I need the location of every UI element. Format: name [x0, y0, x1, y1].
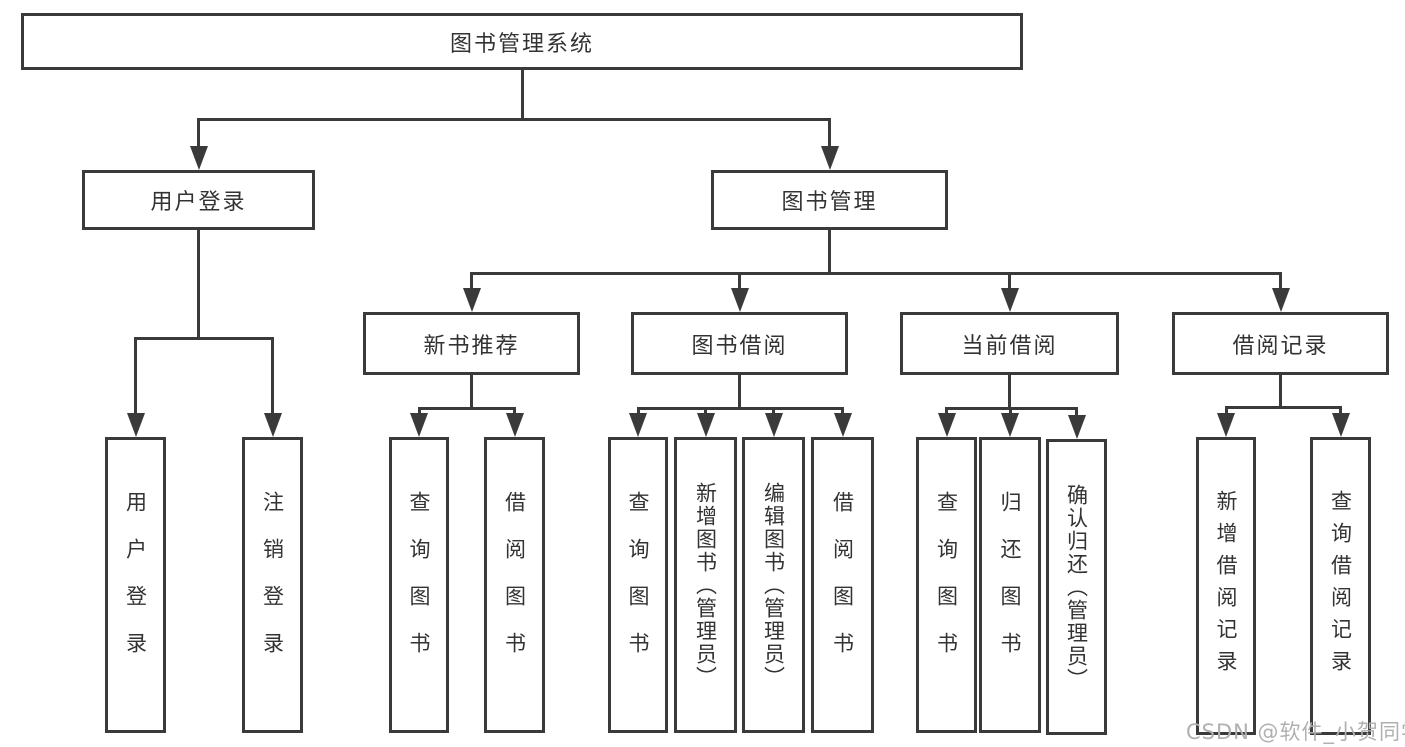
node-label-leaf-cb-return: 归还图书: [998, 491, 1023, 679]
node-label-leaf-bb-query: 查询图书: [626, 491, 651, 679]
connector-line: [1075, 410, 1078, 415]
connector-line: [1279, 275, 1282, 288]
arrowhead-down-icon: [126, 413, 145, 437]
connector-line: [197, 121, 200, 146]
arrowhead-down-icon: [937, 413, 956, 437]
connector-line: [945, 407, 1078, 410]
connector-line: [1008, 410, 1012, 413]
node-label-leaf-br-add: 新增借阅记录: [1214, 490, 1239, 682]
connector-line: [636, 407, 844, 410]
connector-line: [470, 375, 473, 407]
node-label-leaf-cb-confirm: 确认归还（管理员）: [1064, 483, 1089, 691]
node-label-leaf-br-query: 查询借阅记录: [1328, 490, 1353, 682]
node-label-leaf-cb-query: 查询图书: [934, 491, 959, 679]
node-label-current-borrow: 当前借阅: [961, 333, 1058, 359]
node-root: 图书管理系统: [21, 13, 1023, 70]
node-label-root: 图书管理系统: [449, 31, 594, 57]
connector-line: [197, 230, 200, 337]
csdn-watermark: CSDN @软件_小贺同学: [1186, 720, 1405, 744]
node-borrow-records: 借阅记录: [1172, 312, 1389, 375]
arrowhead-down-icon: [462, 288, 481, 312]
connector-line: [134, 340, 137, 413]
node-label-book-mgmt: 图书管理: [781, 190, 878, 215]
node-leaf-bb-edit: 编辑图书（管理员）: [742, 437, 805, 733]
arrowhead-down-icon: [263, 413, 282, 437]
node-leaf-bb-borrow: 借阅图书: [811, 437, 874, 733]
node-leaf-br-add: 新增借阅记录: [1196, 437, 1256, 735]
arrowhead-down-icon: [1001, 413, 1019, 437]
connector-line: [772, 410, 775, 413]
node-user-login: 用户登录: [82, 170, 315, 230]
connector-line: [134, 337, 274, 340]
node-leaf-cb-query: 查询图书: [916, 437, 977, 733]
connector-line: [841, 410, 844, 413]
node-leaf-bb-query: 查询图书: [608, 437, 668, 733]
arrowhead-down-icon: [764, 413, 783, 437]
node-book-mgmt: 图书管理: [711, 170, 948, 230]
connector-line: [271, 340, 274, 413]
arrowhead-down-icon: [730, 288, 749, 312]
arrowhead-down-icon: [833, 413, 852, 437]
connector-line: [1279, 375, 1282, 406]
node-label-leaf-bb-add: 新增图书（管理员）: [693, 481, 718, 689]
node-new-book-rec: 新书推荐: [363, 312, 580, 375]
arrowhead-down-icon: [696, 413, 715, 437]
arrowhead-down-icon: [820, 146, 839, 170]
connector-line: [1008, 375, 1011, 407]
connector-line: [470, 272, 1282, 275]
node-label-leaf-logout: 注销登录: [260, 491, 285, 679]
node-label-book-borrow: 图书借阅: [691, 333, 788, 359]
connector-line: [704, 410, 707, 413]
arrowhead-down-icon: [1331, 413, 1350, 437]
node-label-leaf-user-login: 用户登录: [123, 491, 148, 679]
node-leaf-br-query: 查询借阅记录: [1310, 437, 1371, 735]
arrowhead-down-icon: [189, 146, 208, 170]
connector-line: [513, 410, 516, 413]
arrowhead-down-icon: [1000, 288, 1019, 312]
connector-line: [417, 407, 516, 410]
connector-line: [1339, 409, 1342, 413]
connector-line: [945, 410, 948, 413]
arrowhead-down-icon: [505, 413, 524, 437]
node-leaf-cb-return: 归还图书: [979, 437, 1041, 733]
connector-line: [470, 275, 473, 288]
node-leaf-nb-borrow: 借阅图书: [484, 437, 545, 733]
arrowhead-down-icon: [410, 413, 428, 437]
arrowhead-down-icon: [1067, 415, 1086, 439]
node-label-leaf-bb-edit: 编辑图书（管理员）: [761, 481, 786, 689]
connector-line: [828, 121, 831, 146]
connector-line: [197, 118, 831, 121]
node-label-leaf-bb-borrow: 借阅图书: [830, 491, 855, 679]
node-label-borrow-records: 借阅记录: [1232, 333, 1329, 359]
node-label-user-login: 用户登录: [150, 190, 247, 215]
connector-line: [417, 410, 421, 413]
node-leaf-bb-add: 新增图书（管理员）: [674, 437, 737, 733]
connector-line: [738, 375, 741, 407]
arrowhead-down-icon: [1271, 288, 1290, 312]
node-leaf-logout: 注销登录: [242, 437, 303, 733]
node-label-new-book-rec: 新书推荐: [423, 333, 520, 359]
connector-line: [1224, 406, 1342, 409]
node-label-leaf-nb-borrow: 借阅图书: [502, 491, 527, 679]
node-leaf-nb-query: 查询图书: [389, 437, 449, 733]
connector-line: [636, 410, 640, 413]
connector-line: [1224, 409, 1228, 413]
arrowhead-down-icon: [1217, 413, 1235, 437]
connector-line: [828, 230, 831, 272]
arrowhead-down-icon: [629, 413, 647, 437]
node-leaf-cb-confirm: 确认归还（管理员）: [1046, 439, 1107, 735]
node-current-borrow: 当前借阅: [900, 312, 1119, 375]
node-label-leaf-nb-query: 查询图书: [407, 491, 432, 679]
node-leaf-user-login: 用户登录: [105, 437, 166, 733]
node-book-borrow: 图书借阅: [631, 312, 848, 375]
connector-line: [738, 275, 741, 288]
connector-line: [1008, 275, 1011, 288]
connector-line: [520, 70, 524, 118]
